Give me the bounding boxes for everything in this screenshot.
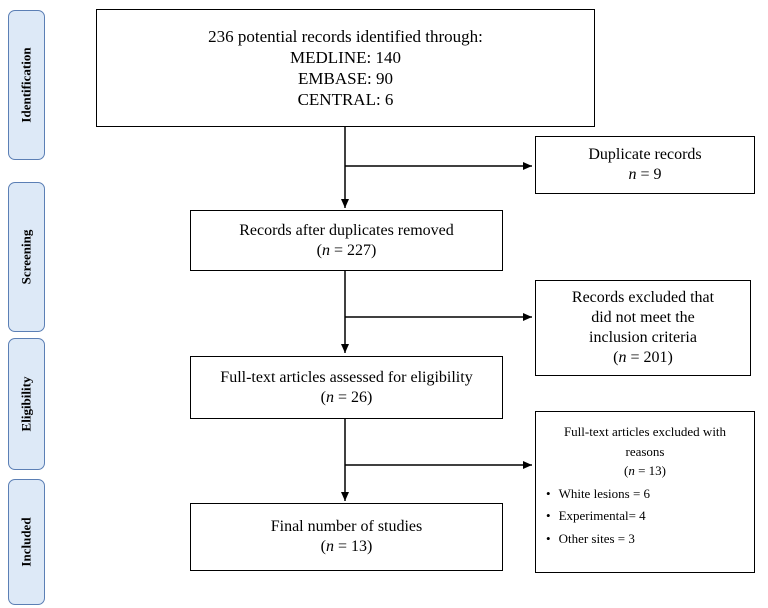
stage-identification: Identification	[8, 10, 45, 160]
eligibility-count: (n = 26)	[320, 388, 373, 406]
duplicates-count: n = 9	[628, 166, 662, 183]
eligibility-box: Full-text articles assessed for eligibil…	[190, 356, 503, 419]
excluded-criteria-count: (n = 201)	[613, 349, 673, 366]
duplicates-box: Duplicate records n = 9	[535, 136, 755, 194]
included-count: (n = 13)	[320, 538, 373, 555]
included-box: Final number of studies (n = 13)	[190, 503, 503, 571]
excluded-line: did not meet the	[591, 309, 695, 326]
exclusion-reasons-list: White lesions = 6 Experimental= 4 Other …	[536, 483, 754, 551]
screening-count: (n = 227)	[316, 241, 377, 259]
source-embase: EMBASE: 90	[298, 69, 393, 88]
fulltext-excluded-title: Full-text articles excluded with	[563, 424, 727, 439]
reason-item: Experimental= 4	[546, 505, 754, 528]
stage-screening: Screening	[8, 182, 45, 332]
duplicates-title: Duplicate records	[588, 146, 702, 163]
stage-included: Included	[8, 479, 45, 605]
identification-title: 236 potential records identified through…	[208, 26, 483, 46]
fulltext-excluded-box: Full-text articles excluded with reasons…	[535, 411, 755, 573]
fulltext-excluded-title: reasons	[625, 443, 665, 459]
stage-eligibility: Eligibility	[8, 338, 45, 470]
source-medline: MEDLINE: 140	[290, 47, 401, 67]
screening-box: Records after duplicates removed (n = 22…	[190, 210, 503, 271]
reason-item: Other sites = 3	[546, 528, 754, 551]
reason-item: White lesions = 6	[546, 483, 754, 506]
source-central: CENTRAL: 6	[297, 90, 394, 110]
included-title: Final number of studies	[270, 518, 423, 535]
eligibility-title: Full-text articles assessed for eligibil…	[220, 368, 473, 386]
excluded-criteria-box: Records excluded that did not meet the i…	[535, 280, 751, 376]
screening-title: Records after duplicates removed	[239, 221, 454, 239]
identification-box: 236 potential records identified through…	[96, 9, 595, 127]
fulltext-excluded-count: (n = 13)	[623, 463, 667, 478]
excluded-line: Records excluded that	[571, 289, 715, 306]
excluded-line: inclusion criteria	[589, 329, 697, 346]
